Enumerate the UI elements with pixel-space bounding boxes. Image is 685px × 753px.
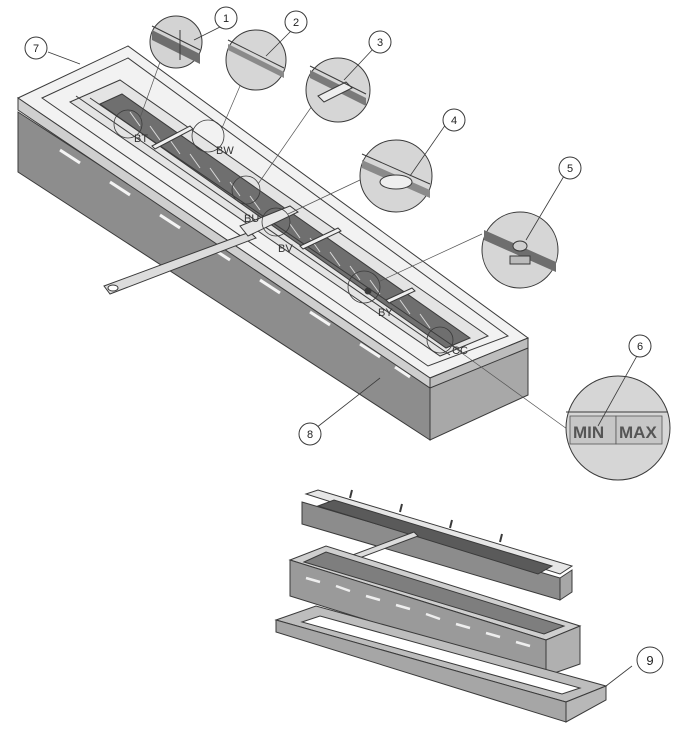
callout-6: 6 <box>628 334 652 358</box>
callout-8: 8 <box>298 422 322 446</box>
gauge-min-label: MIN <box>573 423 604 442</box>
exploded-posts <box>349 489 503 543</box>
inner-frame <box>40 57 510 367</box>
channel-ribs <box>129 111 431 329</box>
detail-labels: BT BW BU BV BY CC <box>134 133 468 357</box>
zoom-detail-1 <box>149 15 203 69</box>
callout-2-label: 2 <box>293 17 299 29</box>
top-plate-edge-right <box>429 337 529 389</box>
frame-plate-edge-right <box>565 685 607 723</box>
gauge-max-label: MAX <box>619 423 657 442</box>
label-bu: BU <box>244 213 259 225</box>
handle-hole <box>107 284 119 292</box>
detail-leaders <box>139 61 575 435</box>
damper-handle <box>103 231 257 295</box>
exploded-box-end <box>545 625 581 677</box>
detail-circles <box>113 109 454 354</box>
callout-1-label: 1 <box>223 13 229 25</box>
callout-9-label: 9 <box>646 653 653 668</box>
callout-circles: 1 2 3 4 5 6 7 8 <box>24 6 664 674</box>
exploded-burner-channel <box>316 499 554 575</box>
label-bw: BW <box>216 145 234 157</box>
callout-4: 4 <box>442 108 466 132</box>
label-by: BY <box>378 307 393 319</box>
damper-plate <box>239 205 299 237</box>
callout-3: 3 <box>368 30 392 54</box>
callout-5: 5 <box>558 156 582 180</box>
label-bv: BV <box>278 243 293 255</box>
exploded-assembly <box>274 489 608 723</box>
burner-top-assembly <box>16 45 530 441</box>
frame-plate-opening <box>300 615 582 695</box>
callout-1: 1 <box>214 6 238 30</box>
callout-8-label: 8 <box>307 429 313 441</box>
callout-4-label: 4 <box>451 115 457 127</box>
exploded-box-slots <box>305 576 531 648</box>
front-slots <box>59 148 411 379</box>
label-cc: CC <box>452 345 468 357</box>
exploded-box-inner <box>302 551 566 635</box>
zoom-detail-3 <box>305 57 371 123</box>
callout-7-label: 7 <box>33 43 39 55</box>
callout-9: 9 <box>636 646 664 674</box>
callout-leaders <box>47 25 639 687</box>
callout-6-label: 6 <box>637 341 643 353</box>
callout-3-label: 3 <box>377 37 383 49</box>
exploded-burner-end <box>559 569 573 601</box>
callout-5-label: 5 <box>567 163 573 175</box>
callout-2: 2 <box>284 10 308 34</box>
callout-7: 7 <box>24 36 48 60</box>
label-bt: BT <box>134 133 148 145</box>
zoom-detail-6: MIN MAX <box>565 375 671 481</box>
zoom-detail-2 <box>225 29 287 91</box>
cross-bars <box>151 125 416 304</box>
zoom-detail-4 <box>359 139 433 213</box>
zoom-detail-5 <box>481 211 559 289</box>
